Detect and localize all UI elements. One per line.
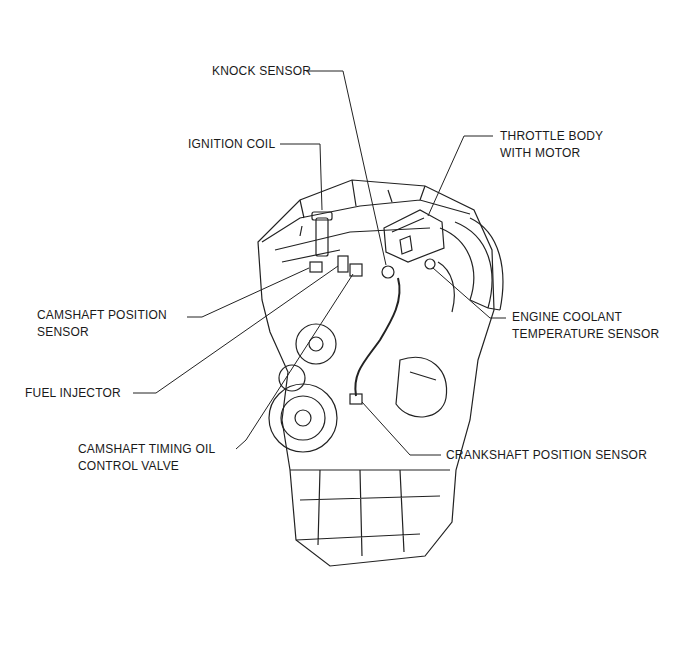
- ignition-coil: [316, 218, 328, 256]
- part-label: KNOCK SENSOR: [212, 63, 362, 80]
- leader-line: [306, 71, 386, 265]
- camshaft-sensor: [310, 262, 322, 272]
- ocv: [350, 264, 362, 276]
- knock-sensor: [382, 266, 394, 278]
- leader-line: [280, 144, 322, 210]
- leader-line: [433, 268, 506, 318]
- crank-sensor: [350, 394, 362, 404]
- part-label: CRANKSHAFT POSITION SENSOR: [446, 447, 681, 464]
- ignition-coil-cap: [312, 212, 332, 220]
- leader-line: [362, 402, 441, 455]
- crank-pulley: [269, 384, 337, 452]
- crank-pulley-inner: [281, 396, 325, 440]
- crank-pulley-hub: [295, 410, 311, 426]
- leader-line: [187, 268, 309, 317]
- leader-line: [428, 136, 493, 216]
- leader-line: [236, 274, 353, 449]
- part-label: THROTTLE BODY WITH MOTOR: [500, 128, 625, 162]
- oil-pan: [290, 470, 450, 556]
- coolant-sensor: [425, 259, 435, 269]
- alternator: [396, 357, 447, 417]
- engine-block: [258, 180, 494, 566]
- part-label: CAMSHAFT TIMING OIL CONTROL VALVE: [78, 441, 238, 475]
- leader-line: [133, 266, 338, 393]
- cam-pulley: [296, 324, 336, 364]
- part-label: IGNITION COIL: [188, 136, 318, 153]
- intake-manifold: [438, 218, 503, 312]
- wire-harness: [355, 278, 399, 396]
- fuel-injector: [338, 256, 348, 272]
- leader-lines: [133, 71, 506, 455]
- part-label: FUEL INJECTOR: [25, 385, 155, 402]
- part-label: CAMSHAFT POSITION SENSOR: [37, 307, 187, 341]
- throttle-body: [384, 210, 444, 262]
- part-label: ENGINE COOLANT TEMPERATURE SENSOR: [512, 309, 677, 343]
- cylinder-head: [262, 180, 470, 242]
